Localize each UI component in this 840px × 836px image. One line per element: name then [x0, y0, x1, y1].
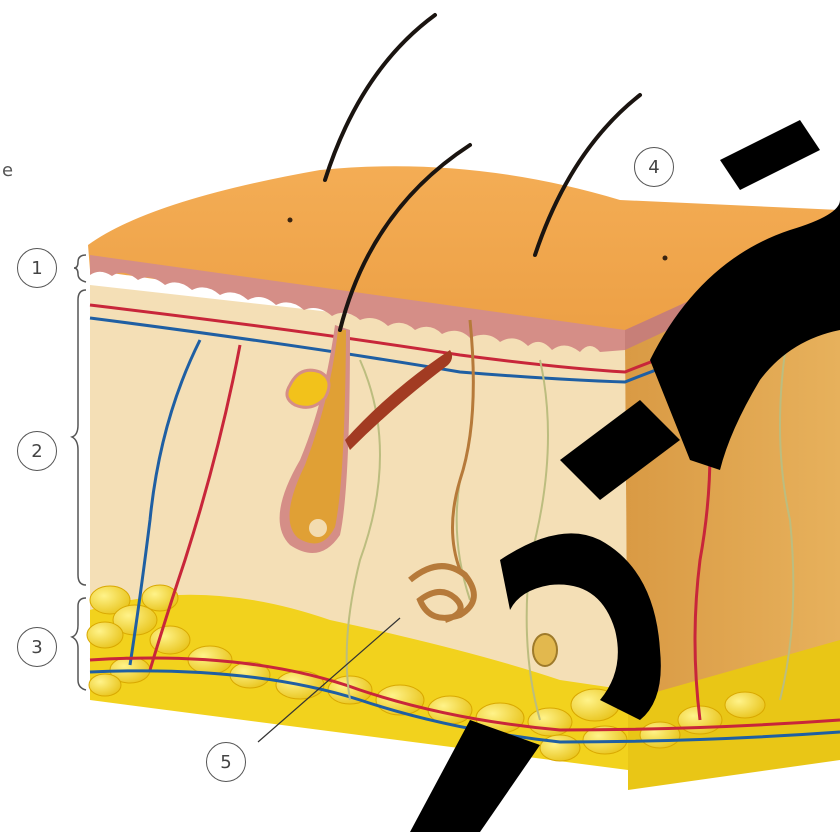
callout-4-label: 4	[648, 157, 659, 178]
callout-2-label: 2	[31, 441, 42, 462]
pacinian-corpuscle	[533, 634, 557, 666]
callout-5: 5	[206, 742, 246, 782]
callout-1-label: 1	[31, 258, 42, 279]
callout-5-label: 5	[220, 752, 231, 773]
cropped-text-fragment: e	[2, 160, 13, 181]
layer-brackets	[72, 255, 86, 690]
callout-3: 3	[17, 627, 57, 667]
callout-2: 2	[17, 431, 57, 471]
callout-3-label: 3	[31, 637, 42, 658]
callout-4: 4	[634, 147, 674, 187]
callout-1: 1	[17, 248, 57, 288]
